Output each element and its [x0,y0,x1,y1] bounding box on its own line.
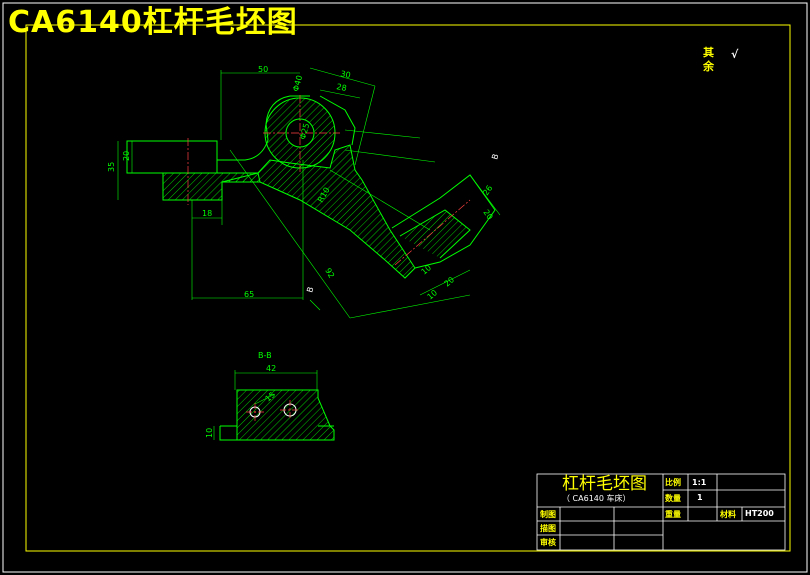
tb-weight-label: 重量 [665,510,681,519]
dim-65: 65 [244,290,254,299]
roughness-note: 其 余 √ [703,46,738,74]
roughness-line2: 余 [703,60,714,73]
dim-10b: 10 [420,263,434,276]
tb-scale-value: 1:1 [692,478,707,487]
section-b-top: B [490,153,500,161]
tb-material-label: 材料 [720,510,736,519]
tb-scale-label: 比例 [665,478,681,487]
roughness-line1: 其 [703,46,714,59]
dim-26: 26 [481,184,494,198]
dim-50: 50 [258,65,268,74]
dim-28: 28 [336,82,348,93]
section-bb-view [213,370,335,441]
inner-frame [25,24,791,552]
tb-traced-label: 描图 [540,524,556,533]
roughness-symbol-icon: √ [731,48,739,61]
title-block [536,473,786,551]
dim-phi25: Φ25 [298,122,311,140]
tb-part-name: 杠杆毛坯图 [562,474,647,494]
tb-qty-value: 1 [697,493,703,502]
tb-drawn-label: 制图 [540,510,556,519]
dim-20c: 20 [443,275,457,288]
dim-phi40: Φ40 [291,74,304,92]
dim-20a: 20 [122,151,131,161]
drawing-title: CA6140杠杆毛坯图 [8,5,298,40]
dim-10c: 10 [205,428,214,438]
main-view [117,67,501,319]
tb-qty-label: 数量 [665,494,681,503]
dim-18: 18 [202,209,212,218]
tb-material-value: HT200 [745,509,774,518]
dim-20b: 20 [481,208,494,222]
tb-checked-label: 审核 [540,538,556,547]
tb-subtitle: （ CA6140 车床） [562,494,631,503]
section-b-bottom: B [305,286,315,294]
dim-10: 10 [426,288,440,301]
dim-42: 42 [266,364,276,373]
section-bb-label: B-B [258,351,272,360]
center-lines [187,95,471,266]
dim-92: 92 [323,267,336,280]
dim-35: 35 [107,162,116,172]
section-bb-center [246,400,300,421]
dim-30: 30 [340,69,352,80]
